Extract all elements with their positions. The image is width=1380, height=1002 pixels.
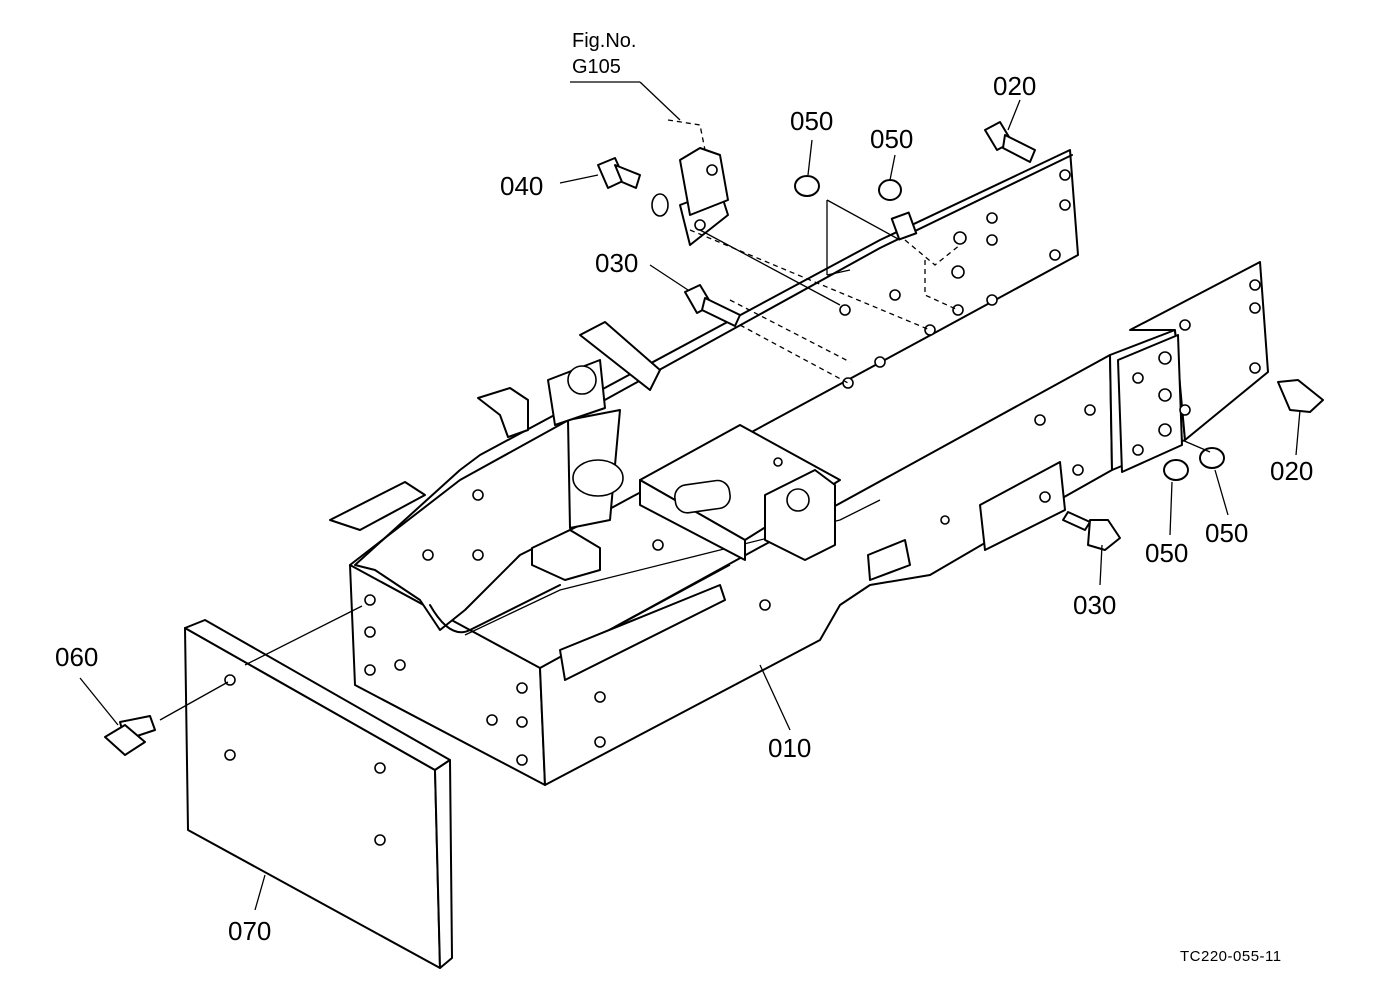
bolt-030-top — [684, 284, 741, 327]
callout-040: 040 — [500, 171, 543, 201]
callout-labels: 020 050 050 040 030 020 050 050 030 060 … — [55, 71, 1313, 946]
figure-ref-line2: G105 — [572, 56, 621, 78]
callout-050-d: 050 — [1205, 518, 1248, 548]
figure-ref-line1: Fig.No. — [572, 30, 636, 52]
callout-030-top: 030 — [595, 248, 638, 278]
bracket-g105 — [667, 119, 729, 246]
callout-020-right: 020 — [1270, 456, 1313, 486]
figure-reference: Fig.No. G105 — [572, 30, 636, 78]
callout-060: 060 — [55, 642, 98, 672]
bolt-060 — [104, 715, 156, 756]
bolt-040 — [597, 157, 669, 217]
drawing-code: TC220-055-11 — [1180, 948, 1282, 965]
bolt-020-right — [1277, 379, 1324, 413]
bolt-020-top — [984, 121, 1036, 163]
callout-070: 070 — [228, 916, 271, 946]
callout-050-c: 050 — [1145, 538, 1188, 568]
main-frame — [329, 149, 1269, 786]
collars-050 — [794, 175, 1225, 481]
callout-050-b: 050 — [870, 124, 913, 154]
leader-lines — [79, 81, 1301, 911]
callout-030-right: 030 — [1073, 590, 1116, 620]
callout-050-a: 050 — [790, 106, 833, 136]
callout-010: 010 — [768, 733, 811, 763]
bolt-030-right — [1062, 511, 1121, 551]
callout-020-top: 020 — [993, 71, 1036, 101]
cover-plate — [184, 619, 453, 969]
